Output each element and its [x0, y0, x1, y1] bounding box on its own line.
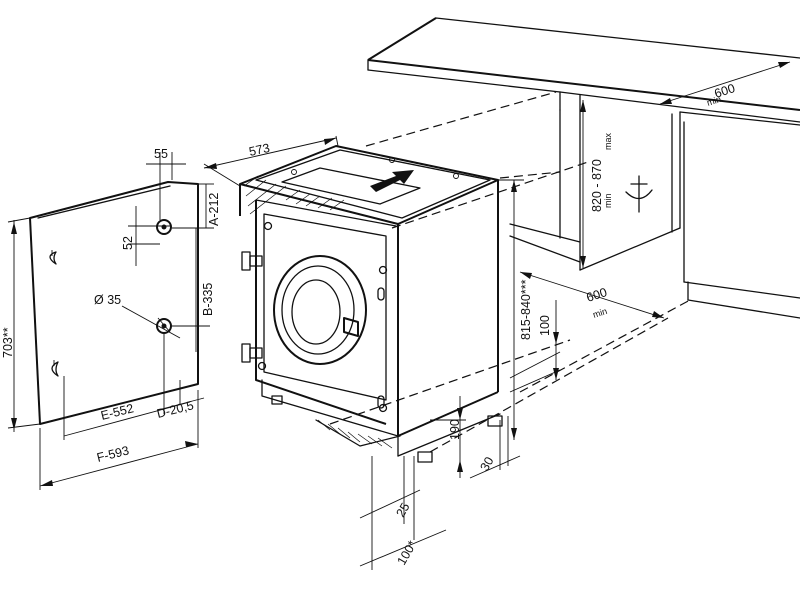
- hinge-height-dimension: B-335: [172, 228, 215, 352]
- depth-label: 573: [248, 141, 271, 159]
- machine-hinges: [241, 221, 388, 413]
- worktop: [367, 17, 800, 123]
- plinth-height-dimension: 100: [509, 300, 561, 393]
- niche-height-min: min: [603, 193, 613, 208]
- direction-arrow-icon: [370, 170, 414, 192]
- hinge-edge-d-label: D-20,5: [155, 398, 195, 421]
- foot-setback-dimension: 30: [469, 416, 521, 479]
- cabinet-right: [679, 111, 800, 319]
- foot-height-label: 190: [448, 419, 462, 440]
- drain-icon: [625, 175, 653, 213]
- hinge-offset-label: 55: [154, 147, 168, 161]
- hinge-height-label: B-335: [201, 283, 215, 316]
- hinge-top-label: A-212: [207, 193, 221, 226]
- niche-depth-bottom-dimension: 600 min: [519, 271, 665, 320]
- machine-base: [261, 379, 503, 463]
- niche-depth-top-min: min: [706, 94, 723, 108]
- washing-machine: [239, 145, 499, 437]
- hinge-hole-dimension: Ø 35: [94, 293, 181, 339]
- hinge-hole-label: Ø 35: [94, 293, 121, 307]
- machine-height-label: 815-840***: [519, 279, 533, 340]
- cabinet-left: [509, 91, 681, 271]
- hinge-edge-d-dimension: D-20,5: [155, 380, 205, 421]
- machine-door: [273, 255, 367, 365]
- hinge-holes: [156, 219, 172, 334]
- niche-depth-top-dimension: 600 min: [659, 61, 791, 108]
- plinth-depth-dimension: 25 100*: [359, 456, 447, 570]
- door-height-label: 703**: [1, 327, 15, 358]
- niche-depth-bottom-min: min: [592, 306, 609, 320]
- niche-height-label: 820 - 870: [590, 159, 604, 212]
- niche-depth-bottom-label: 600: [585, 285, 609, 305]
- depth-dimension: 573: [203, 135, 339, 187]
- niche-height-max: max: [603, 132, 613, 150]
- door-height-dimension: 703**: [1, 217, 41, 432]
- door-width-e-label: E-552: [99, 401, 135, 423]
- hinge-spacing-dimension: 52: [121, 206, 170, 266]
- hinge-offset-dimension: 55: [146, 147, 186, 220]
- plinth-depth-label: 25: [393, 500, 412, 519]
- perspective-guides: [329, 91, 691, 453]
- niche-height-dimension: 820 - 870 min max: [580, 100, 613, 268]
- door-width-e-dimension: E-552: [63, 334, 191, 440]
- hinge-spacing-label: 52: [121, 236, 135, 250]
- machine-height-dimension: 815-840***: [498, 179, 533, 440]
- foot-height-dimension: 190: [430, 396, 466, 478]
- door-width-f-label: F-593: [95, 443, 130, 464]
- furniture-door: [29, 181, 199, 425]
- foot-setback-label: 30: [477, 454, 496, 473]
- niche-depth-top-label: 600: [713, 81, 737, 101]
- hinge-top-dimension: A-212: [172, 183, 221, 229]
- plinth-height-label: 100: [538, 315, 552, 336]
